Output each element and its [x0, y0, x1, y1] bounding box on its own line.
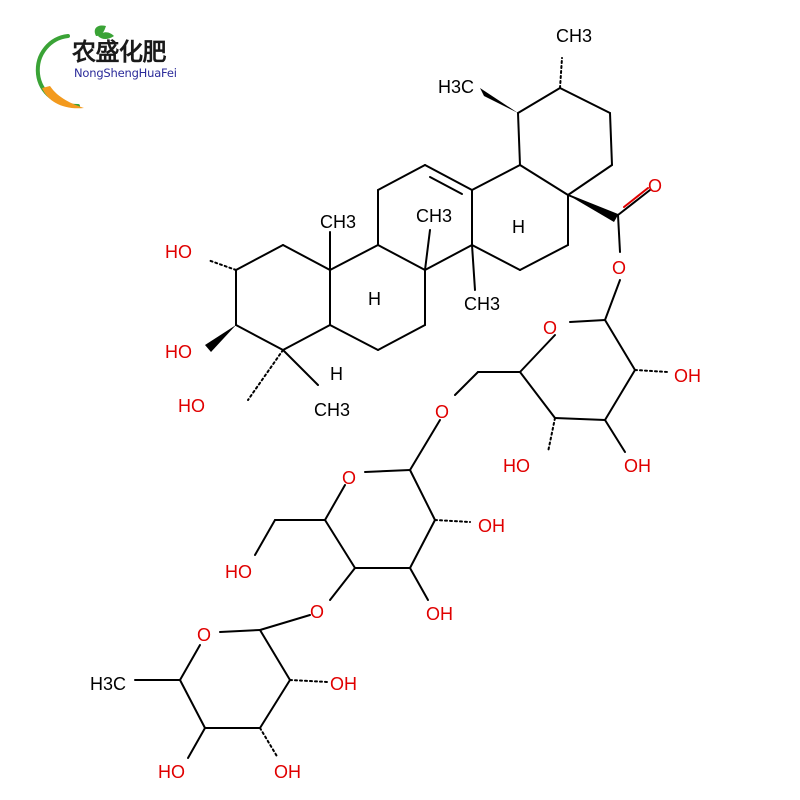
label-oh-rha-c2: OH — [330, 674, 357, 694]
label-oh-glc1-c2: OH — [674, 366, 701, 386]
logo-pinyin-text: NongShengHuaFei — [74, 66, 177, 80]
logo-emblem-icon — [35, 25, 114, 109]
label-o-glc1-ring: O — [543, 318, 557, 338]
label-h-c18: H — [512, 217, 525, 237]
label-o-glc2-c4: O — [310, 602, 324, 622]
label-ho-glc2-c6: HO — [225, 562, 252, 582]
label-oh-rha-c3: OH — [274, 762, 301, 782]
label-ho-c3: HO — [165, 342, 192, 362]
carbon-skeleton — [235, 57, 619, 386]
label-ch3-ring-b: CH3 — [416, 206, 452, 226]
label-ch3-top: CH3 — [556, 26, 592, 46]
label-ch3-ring-c: CH3 — [464, 294, 500, 314]
label-o-glc2-ring: O — [342, 468, 356, 488]
label-h-c5: H — [330, 364, 343, 384]
label-h-c9: H — [368, 289, 381, 309]
label-h3c-rha: H3C — [90, 674, 126, 694]
label-oh-glc2-c3: OH — [426, 604, 453, 624]
label-o-rha-ring: O — [197, 625, 211, 645]
label-ho-c2: HO — [165, 242, 192, 262]
logo-chinese-text: 农盛化肥 — [72, 38, 167, 66]
label-ho-glc1-c3: HO — [503, 456, 530, 476]
label-oh-glc2-c2: OH — [478, 516, 505, 536]
label-o-glc1-c6: O — [435, 402, 449, 422]
label-o-ester-link: O — [612, 258, 626, 278]
label-ch3-ring-a: CH3 — [320, 212, 356, 232]
glycoside-bonds — [134, 187, 669, 759]
atom-labels: CH3 H3C CH3 CH3 CH3 CH3 H H H HO HO HO O… — [90, 26, 701, 782]
brand-logo: 农盛化肥 NongShengHuaFei — [28, 22, 178, 112]
label-o-ester-carbonyl: O — [648, 176, 662, 196]
stereo-wedges — [205, 88, 618, 352]
label-ho-rha-c4: HO — [158, 762, 185, 782]
label-h3c-left: H3C — [438, 77, 474, 97]
label-ch3-gem: CH3 — [314, 400, 350, 420]
label-oh-glc1-c4: OH — [624, 456, 651, 476]
label-ho-c23: HO — [178, 396, 205, 416]
